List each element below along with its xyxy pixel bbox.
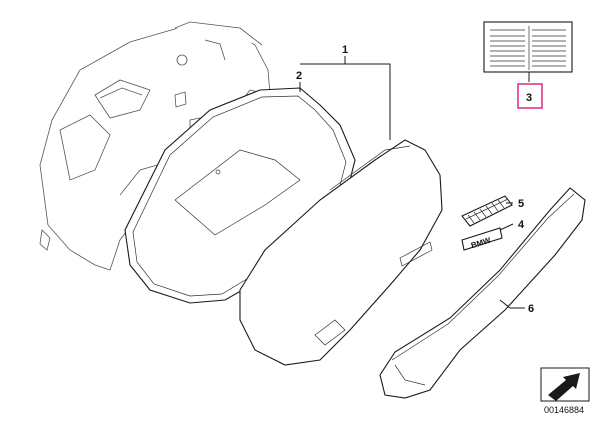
leader-1: [300, 56, 391, 140]
trim-strip: [379, 187, 586, 399]
document-number: 00146884: [544, 405, 584, 415]
label-sticker: [483, 21, 573, 73]
callout-4: 4: [518, 219, 525, 231]
callout-2: 2: [296, 70, 302, 82]
callout-5: 5: [518, 198, 524, 210]
leader-6: [499, 299, 525, 309]
callout-3: 3: [526, 92, 532, 104]
callout-6: 6: [528, 303, 534, 315]
arrow-icon: [540, 367, 590, 402]
lid-shell: [239, 139, 443, 366]
callout-3-highlight: [517, 83, 543, 109]
emblem-badge: BMW: [461, 227, 503, 251]
callout-1: 1: [342, 44, 348, 56]
reflector: [461, 195, 513, 227]
case-housing: [39, 21, 271, 271]
leader-4: [499, 223, 514, 231]
leader-lines: [299, 56, 530, 309]
